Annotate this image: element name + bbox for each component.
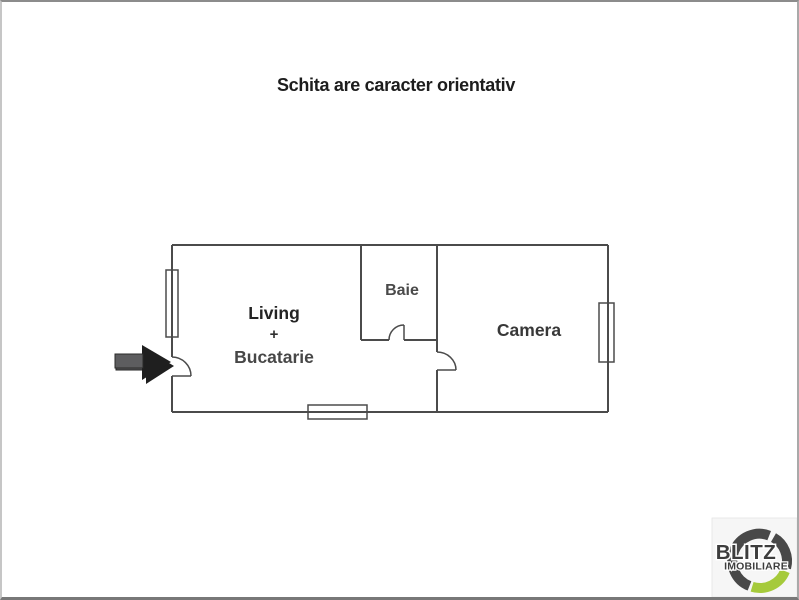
camera-door-icon (436, 351, 457, 371)
outer-walls (171, 244, 609, 413)
logo-tagline-text: IMOBILIARE (724, 561, 788, 573)
logo-ring-icon (727, 528, 793, 593)
disclaimer-note: Schita are caracter orientativ (276, 75, 516, 95)
baie-door-icon (388, 324, 405, 341)
entrance-arrow-icon (114, 345, 174, 384)
logo-name-text: BLITZ (716, 541, 777, 564)
interior-walls (360, 245, 438, 412)
window-left-icon (165, 269, 179, 338)
room-label-baie: Baie (385, 282, 419, 299)
blitz-imobiliare-logo: BLITZ IMOBILIARE (711, 517, 797, 597)
window-right-icon (598, 302, 615, 363)
living-label-line1: Living (248, 303, 300, 323)
doors (171, 324, 457, 377)
window-bottom-icon (307, 404, 368, 420)
windows (165, 269, 615, 420)
room-label-living-bucatarie: Living + Bucatarie (234, 303, 314, 368)
entrance-door-icon (171, 356, 192, 377)
room-label-camera: Camera (496, 320, 562, 340)
living-label-line3: Bucatarie (234, 347, 314, 367)
living-label-line2: + (269, 326, 279, 343)
